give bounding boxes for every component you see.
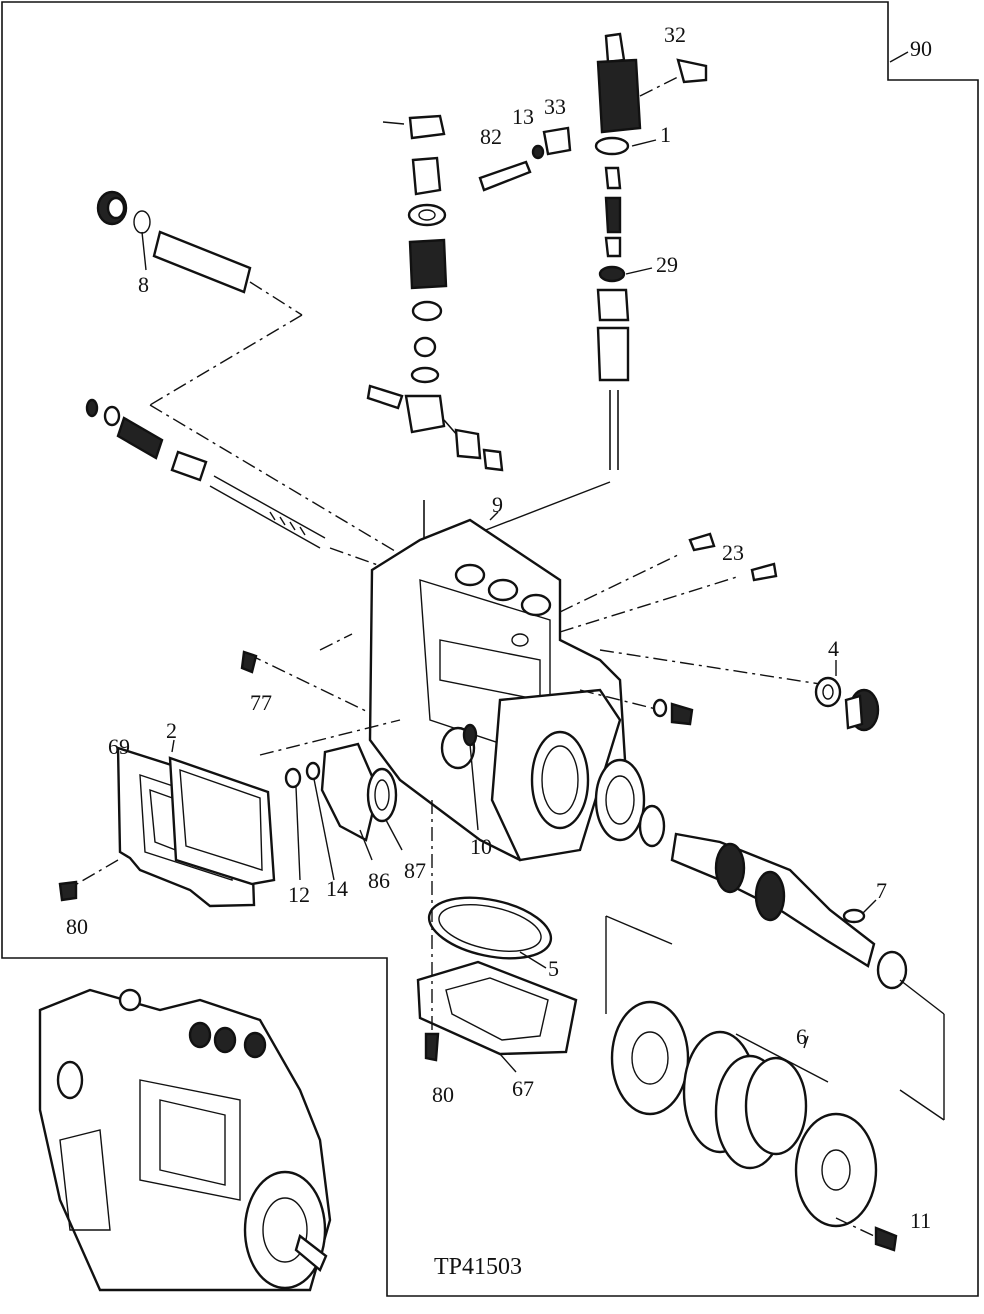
part-pump-element (459, 32, 708, 541)
part-bolt-82 (478, 126, 572, 192)
callout-5: 5 (548, 956, 559, 981)
callout-7: 7 (876, 878, 887, 903)
part-flange-67 (416, 960, 578, 1056)
part-screws-23 (688, 532, 778, 582)
callout-77: 77 (250, 690, 272, 715)
callout-14: 14 (326, 876, 348, 901)
part-plug-right (652, 698, 694, 726)
callout-2: 2 (166, 718, 177, 743)
part-plug-4 (814, 676, 880, 732)
callout-4: 4 (828, 636, 839, 661)
callout-6: 6 (796, 1024, 807, 1049)
part-governor-spring-rod (85, 398, 421, 581)
callout-1: 1 (660, 122, 671, 147)
callout-87: 87 (404, 858, 426, 883)
callout-86: 86 (368, 868, 390, 893)
callout-33: 33 (544, 94, 566, 119)
callout-80-bottom: 80 (432, 1082, 454, 1107)
part-screw-80-bottom (424, 1032, 440, 1062)
part-nut-12 (284, 767, 302, 789)
callout-67: 67 (512, 1076, 534, 1101)
part-plug-8 (96, 190, 411, 561)
part-gasket-2 (168, 756, 276, 886)
callout-11: 11 (910, 1208, 931, 1233)
part-bearing-main (594, 758, 666, 848)
callout-90: 90 (910, 36, 932, 61)
part-plate-86 (320, 742, 380, 842)
part-pump-housing (368, 518, 627, 862)
part-coupling-6 (605, 915, 878, 1228)
callout-8: 8 (138, 272, 149, 297)
callout-23: 23 (722, 540, 744, 565)
part-seal-87 (366, 767, 398, 823)
part-camshaft (670, 832, 945, 1121)
part-washer-14 (305, 761, 321, 781)
figure-code: TP41503 (434, 1254, 522, 1280)
callout-29: 29 (656, 252, 678, 277)
callout-9: 9 (492, 492, 503, 517)
part-o-ring-5 (427, 896, 553, 960)
inset-assembled-pump (38, 988, 332, 1292)
callout-80-left: 80 (66, 914, 88, 939)
callout-32: 32 (664, 22, 686, 47)
callout-13: 13 (512, 104, 534, 129)
callout-12: 12 (288, 882, 310, 907)
part-screw-77 (240, 650, 258, 674)
callout-10: 10 (470, 834, 492, 859)
part-screw-11 (874, 1226, 898, 1252)
part-screw-80-left (58, 880, 78, 902)
callout-69: 69 (108, 734, 130, 759)
callout-82: 82 (480, 124, 502, 149)
